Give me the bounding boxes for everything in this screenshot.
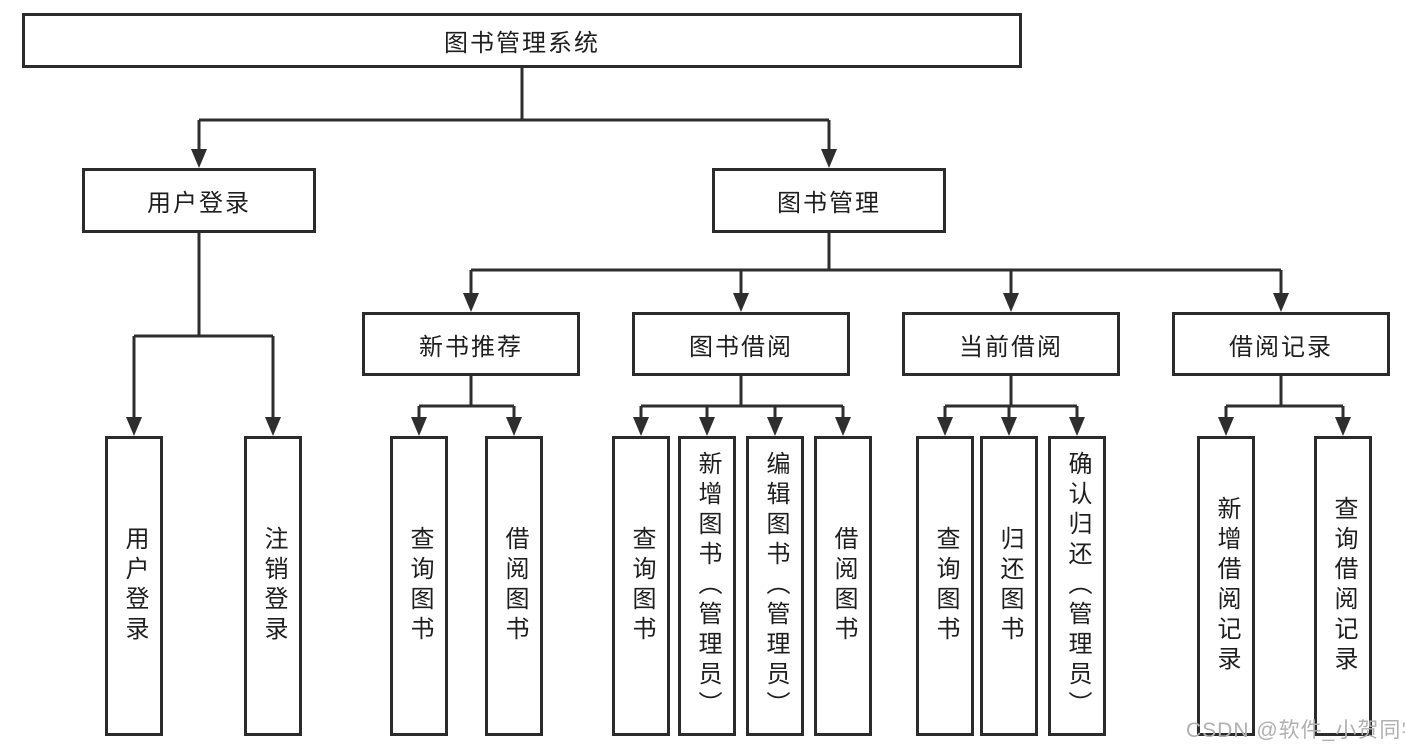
node-new-book-recommend-label: 新书推荐 — [419, 333, 523, 361]
leaf-user-login-label: 用户登录 — [121, 526, 148, 646]
leaf-borrow-query: 查询图书 — [612, 436, 670, 736]
node-new-book-recommend: 新书推荐 — [362, 312, 580, 376]
leaf-borrow-edit-book-label: 编辑图书（管理员） — [762, 451, 789, 721]
leaf-current-confirm-return: 确认归还（管理员） — [1048, 436, 1106, 736]
leaf-current-return: 归还图书 — [980, 436, 1038, 736]
node-book-borrow: 图书借阅 — [632, 312, 850, 376]
node-borrow-records: 借阅记录 — [1172, 312, 1390, 376]
leaf-records-add: 新增借阅记录 — [1197, 436, 1255, 736]
leaf-records-add-label: 新增借阅记录 — [1213, 496, 1240, 676]
leaf-records-query-label: 查询借阅记录 — [1330, 496, 1357, 676]
leaf-borrow-borrow-book-label: 借阅图书 — [830, 526, 857, 646]
leaf-newbooks-query: 查询图书 — [390, 436, 448, 736]
node-user-login: 用户登录 — [82, 168, 316, 233]
leaf-records-query: 查询借阅记录 — [1314, 436, 1372, 736]
leaf-current-query-label: 查询图书 — [932, 526, 959, 646]
leaf-borrow-add-book-label: 新增图书（管理员） — [694, 451, 721, 721]
leaf-user-login: 用户登录 — [105, 436, 163, 736]
leaf-newbooks-borrow-label: 借阅图书 — [501, 526, 528, 646]
node-borrow-records-label: 借阅记录 — [1229, 333, 1333, 361]
leaf-borrow-query-label: 查询图书 — [628, 526, 655, 646]
node-book-management: 图书管理 — [712, 168, 946, 233]
leaf-current-confirm-return-label: 确认归还（管理员） — [1064, 451, 1091, 721]
leaf-current-query: 查询图书 — [916, 436, 974, 736]
watermark: CSDN @软件_小贺同学 — [1186, 719, 1405, 742]
leaf-current-return-label: 归还图书 — [996, 526, 1023, 646]
leaf-newbooks-borrow: 借阅图书 — [485, 436, 543, 736]
node-book-management-label: 图书管理 — [777, 190, 881, 217]
leaf-newbooks-query-label: 查询图书 — [406, 526, 433, 646]
leaf-borrow-borrow-book: 借阅图书 — [814, 436, 872, 736]
node-current-borrow-label: 当前借阅 — [959, 333, 1063, 361]
node-root-label: 图书管理系统 — [444, 30, 600, 57]
leaf-logout-label: 注销登录 — [260, 526, 287, 646]
leaf-logout: 注销登录 — [244, 436, 302, 736]
node-book-borrow-label: 图书借阅 — [689, 333, 793, 361]
node-root: 图书管理系统 — [22, 13, 1022, 68]
leaf-borrow-edit-book: 编辑图书（管理员） — [746, 436, 804, 736]
leaf-borrow-add-book: 新增图书（管理员） — [678, 436, 736, 736]
node-current-borrow: 当前借阅 — [902, 312, 1120, 376]
node-user-login-label: 用户登录 — [147, 190, 251, 217]
